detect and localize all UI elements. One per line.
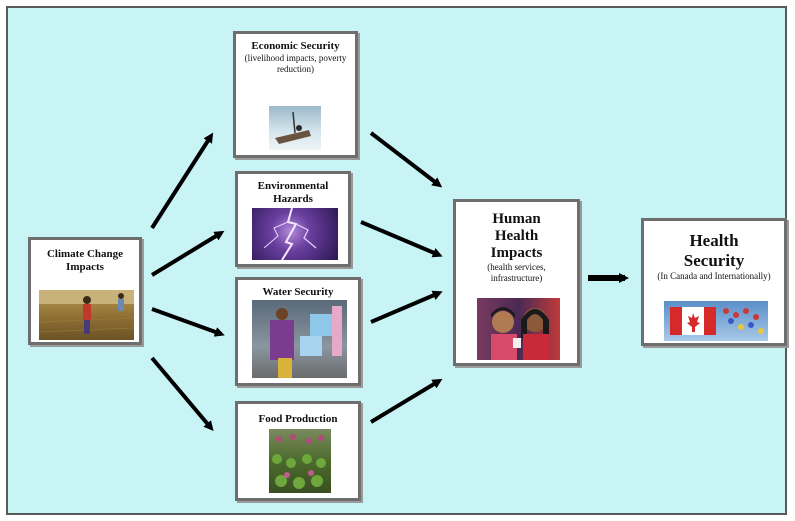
arrow-water-health — [370, 290, 443, 324]
node-subtitle: (In Canada and Internationally) — [657, 271, 771, 281]
node-title: Water Security — [262, 286, 334, 298]
boat-on-ice-photo — [269, 106, 321, 150]
water-carrier-photo — [252, 300, 347, 378]
node-economic-security: Economic Security (livelihood impacts, p… — [233, 31, 358, 158]
crops-photo — [269, 429, 331, 493]
node-human-health-impacts: Human Health Impacts (health services, i… — [453, 199, 580, 366]
lightning-photo — [252, 208, 338, 260]
node-climate-change-impacts: Climate Change Impacts — [28, 237, 142, 345]
node-title: Food Production — [258, 413, 338, 425]
arrow-economic-health — [369, 131, 443, 188]
node-subtitle: (health services, infrastructure) — [487, 262, 546, 283]
node-title: Economic Security — [251, 40, 340, 52]
node-food-production: Food Production — [235, 401, 361, 501]
arrow-climate-environmental — [150, 230, 225, 277]
node-subtitle: (livelihood impacts, poverty reduction) — [244, 53, 347, 74]
arrow-environmental-health — [360, 220, 443, 258]
node-water-security: Water Security — [235, 277, 361, 386]
arrow-climate-economic — [150, 132, 214, 230]
field-workers-photo — [39, 290, 134, 340]
arrow-food-health — [369, 378, 443, 424]
arrow-climate-water — [151, 307, 225, 337]
node-title: Climate Change Impacts — [46, 248, 124, 273]
node-title: Health Security — [683, 231, 745, 270]
flags-photo — [664, 301, 768, 341]
mother-child-photo — [477, 298, 560, 360]
node-title: Human Health Impacts — [490, 211, 543, 261]
arrow-climate-food — [150, 356, 214, 432]
node-environmental-hazards: Environmental Hazards — [235, 171, 351, 267]
node-title: Environmental Hazards — [257, 180, 329, 205]
node-health-security: Health Security (In Canada and Internati… — [641, 218, 787, 346]
